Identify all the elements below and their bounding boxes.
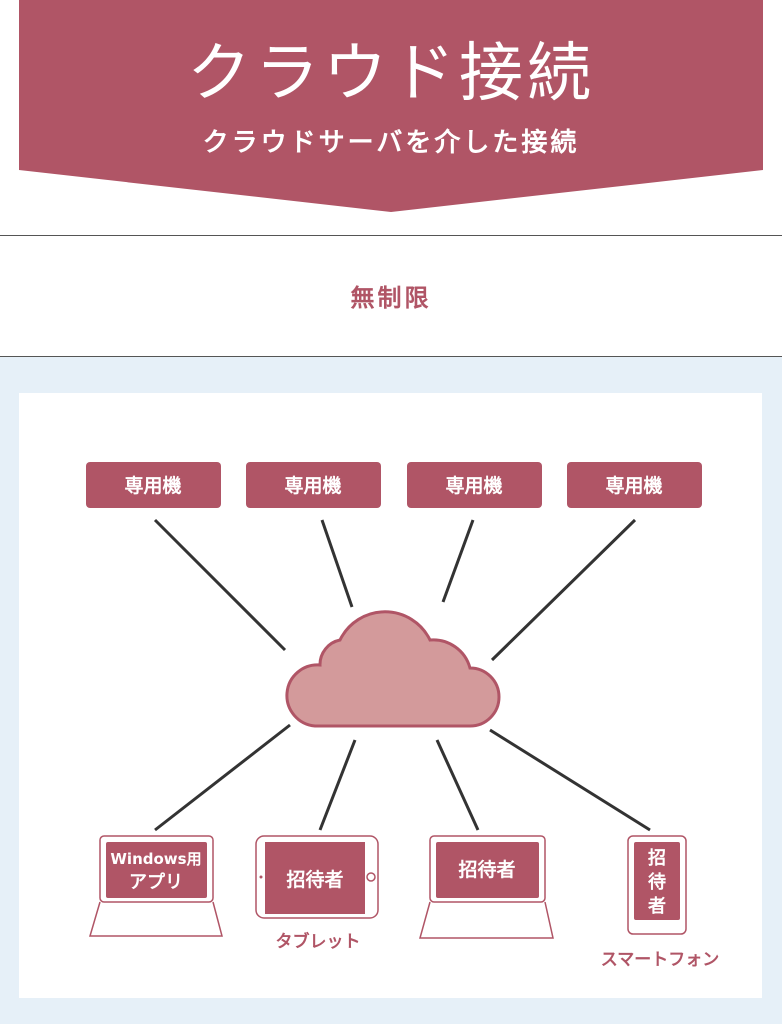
device-label: 専用機 (445, 474, 502, 497)
smartphone-label: スマートフォン (601, 950, 720, 970)
dedicated-device-box (407, 462, 542, 508)
page-title: クラウド接続 (187, 37, 595, 111)
page-subtitle: クラウドサーバを介した接続 (202, 128, 580, 158)
connection-lines (153, 518, 651, 832)
divider (0, 235, 782, 236)
limit-label: 無制限 (350, 284, 432, 312)
divider (0, 356, 782, 357)
windows-app-label: アプリ (129, 871, 183, 893)
phone-screen-label: 待 (648, 871, 666, 893)
dedicated-device-box (567, 462, 702, 508)
phone-screen-label: 者 (647, 896, 666, 917)
tablet-label: タブレット (276, 931, 361, 952)
dedicated-device-box (246, 462, 381, 508)
laptop-icon (88, 835, 687, 939)
windows-app-label: Windows用 (110, 850, 201, 868)
dedicated-device-box (86, 462, 221, 508)
phone-screen-label: 招 (648, 847, 666, 869)
device-label: 専用機 (124, 474, 181, 497)
cloud-icon (285, 610, 501, 728)
device-label: 専用機 (605, 474, 662, 497)
dedicated-device-boxes (86, 462, 702, 508)
laptop-screen-label: 招待者 (458, 858, 515, 881)
tablet-screen-label: 招待者 (286, 868, 343, 891)
header-banner (19, 0, 763, 212)
device-label: 専用機 (284, 474, 341, 497)
